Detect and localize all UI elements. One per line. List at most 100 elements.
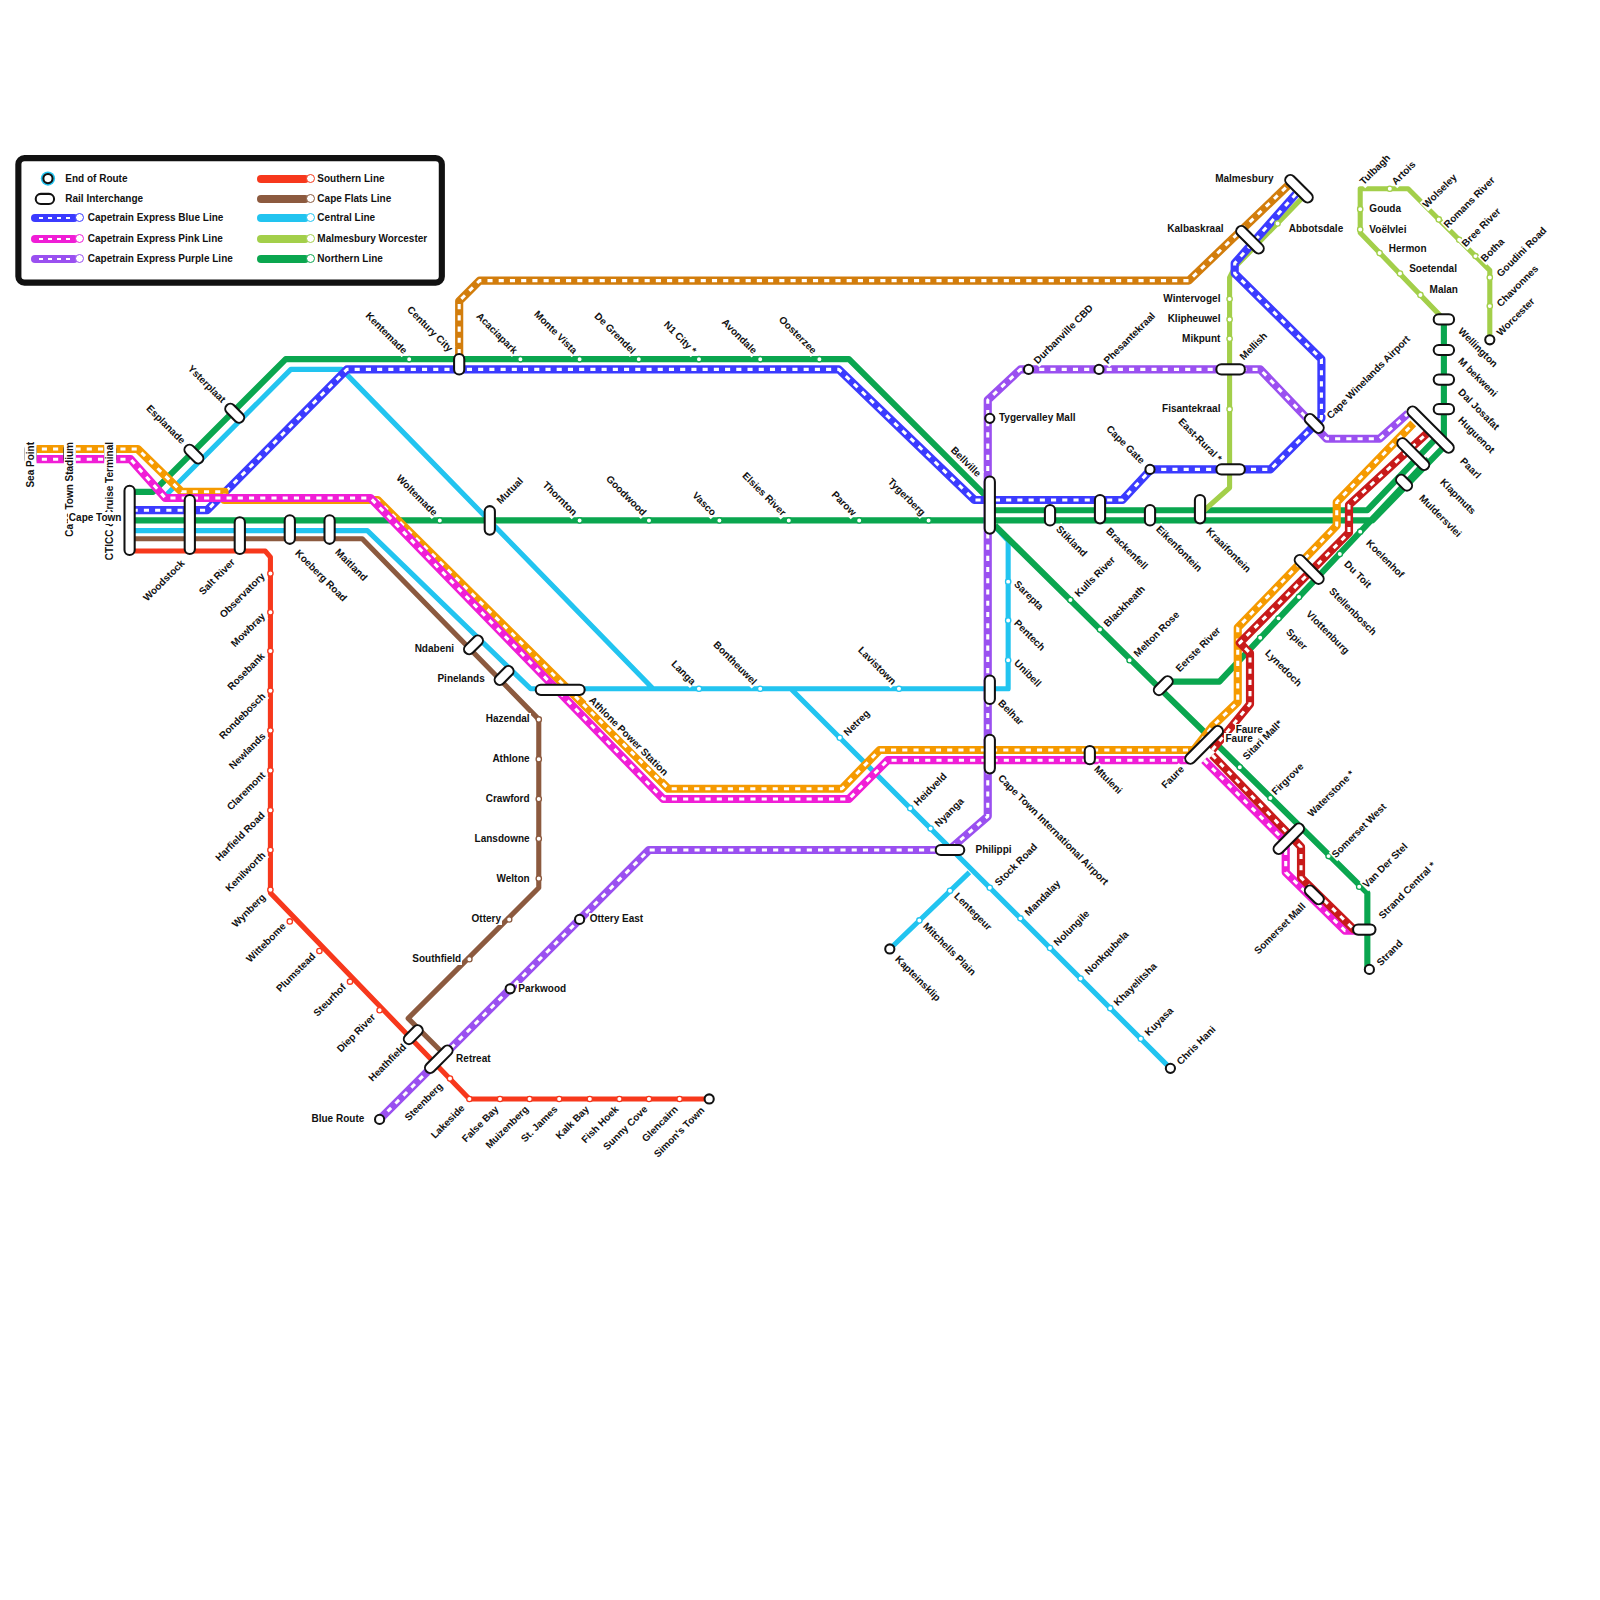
- rail-interchange: [1434, 404, 1454, 414]
- rail-interchange: [1283, 173, 1315, 205]
- station-label: Lavistown: [855, 643, 899, 687]
- legend-end-dot: [306, 174, 315, 183]
- station-label: Lentegeur: [951, 890, 995, 934]
- station-label: Eikenfontein: [1153, 522, 1205, 574]
- station-dot: [696, 357, 701, 362]
- end-of-route: [985, 414, 994, 423]
- station-dot: [407, 357, 412, 362]
- station-dot: [557, 1096, 562, 1101]
- rail-interchange: [985, 676, 995, 705]
- rail-interchange: [1234, 224, 1266, 256]
- station-label: Ysterplaat: [185, 362, 229, 406]
- station-label: Athlone: [491, 753, 530, 765]
- swatch-dash: [34, 258, 75, 260]
- station-label: Wintervogel: [1162, 293, 1221, 305]
- rail-interchange: [182, 443, 205, 466]
- station-dot: [467, 1096, 472, 1101]
- station-label: Goodwood: [602, 473, 649, 520]
- cape-flats-line: [133, 539, 539, 1051]
- legend-text: Malmesbury Worcester: [317, 233, 427, 245]
- station-label: Ottery: [471, 913, 502, 925]
- station-dot: [786, 518, 791, 523]
- station-dot: [896, 686, 901, 691]
- station-marks: [26, 173, 1495, 1124]
- station-label: Phesantekraal: [1101, 310, 1159, 368]
- station-label: Voëlvlei: [1368, 224, 1407, 236]
- end-of-route: [1145, 465, 1154, 474]
- station-label: Tygerberg: [885, 476, 929, 520]
- station-label: Malan: [1429, 284, 1459, 296]
- station-dot: [837, 735, 842, 740]
- station-dot: [1418, 292, 1423, 297]
- rail-interchange: [1303, 883, 1326, 906]
- legend-frame: [18, 158, 441, 282]
- station-dot: [268, 688, 273, 693]
- express-dash: [1212, 434, 1426, 931]
- rail-interchange: [185, 495, 195, 554]
- station-dot: [758, 686, 763, 691]
- rail-interchange: [985, 735, 995, 774]
- station-label: CTICC & Cruise Terminal: [104, 441, 116, 561]
- station-dot: [518, 357, 523, 362]
- station-dot: [1276, 616, 1281, 621]
- station-label: Rosebank: [225, 650, 269, 694]
- station-dot: [617, 1096, 622, 1101]
- station-dot: [347, 979, 352, 984]
- station-label: Chris Hani: [1173, 1023, 1218, 1068]
- station-label: Khayelitsha: [1111, 960, 1161, 1010]
- station-dot: [646, 1096, 651, 1101]
- rail-interchange: [1152, 674, 1175, 697]
- orange-express-line: [31, 423, 1414, 788]
- station-label: Philippi: [974, 844, 1012, 856]
- station-dot: [717, 518, 722, 523]
- rail-interchange: [1293, 553, 1326, 586]
- station-dot: [536, 876, 541, 881]
- legend-swatch: [257, 255, 309, 263]
- station-dot: [268, 648, 273, 653]
- end-of-route: [575, 915, 584, 924]
- station-dot: [527, 1096, 532, 1101]
- station-dot: [1358, 227, 1363, 232]
- legend-text: Southern Line: [317, 173, 384, 185]
- legend-swatch: [257, 195, 309, 203]
- station-dot: [1358, 529, 1363, 534]
- end-of-route: [1166, 1064, 1175, 1073]
- rail-interchange: [285, 515, 295, 544]
- station-label: Cape Town: [68, 512, 123, 524]
- rail-interchange: [223, 402, 246, 425]
- station-label: Parow: [828, 488, 859, 519]
- station-label: Monte Vista: [530, 308, 579, 357]
- station-label: East-Rural *: [1175, 415, 1225, 465]
- station-dot: [987, 885, 992, 890]
- station-dot: [1018, 916, 1023, 921]
- legend-text: Northern Line: [317, 253, 383, 265]
- end-route-icon: [41, 171, 55, 185]
- station-label: Waterstone *: [1305, 768, 1358, 821]
- rail-interchange: [1303, 412, 1326, 435]
- station-dot: [928, 826, 933, 831]
- station-label: Nolungile: [1051, 907, 1093, 949]
- station-dot: [1227, 296, 1232, 301]
- station-label: Firgrove: [1269, 760, 1307, 798]
- station-dot: [577, 518, 582, 523]
- rail-interchange: [1085, 746, 1095, 764]
- station-label: Century City: [403, 303, 455, 355]
- legend-text: Capetrain Express Blue Line: [88, 212, 224, 224]
- station-label: Stikland: [1053, 522, 1090, 559]
- station-label: Abbotsdale: [1288, 223, 1344, 235]
- express-line: [459, 186, 1288, 366]
- station-label: Spier: [1282, 625, 1310, 653]
- station-dot: [926, 518, 931, 523]
- station-label: Strand: [1373, 937, 1405, 969]
- station-dot: [577, 357, 582, 362]
- end-of-route: [885, 944, 894, 953]
- legend-swatch: [31, 214, 78, 222]
- express-dash: [31, 423, 1414, 788]
- rail-interchange: [423, 1043, 455, 1075]
- legend-swatch: [257, 175, 309, 183]
- station-dot: [636, 357, 641, 362]
- station-label: Steurhof: [310, 980, 349, 1019]
- legend-swatch: [257, 235, 309, 243]
- station-label: Parkwood: [517, 983, 567, 995]
- station-dot: [817, 357, 822, 362]
